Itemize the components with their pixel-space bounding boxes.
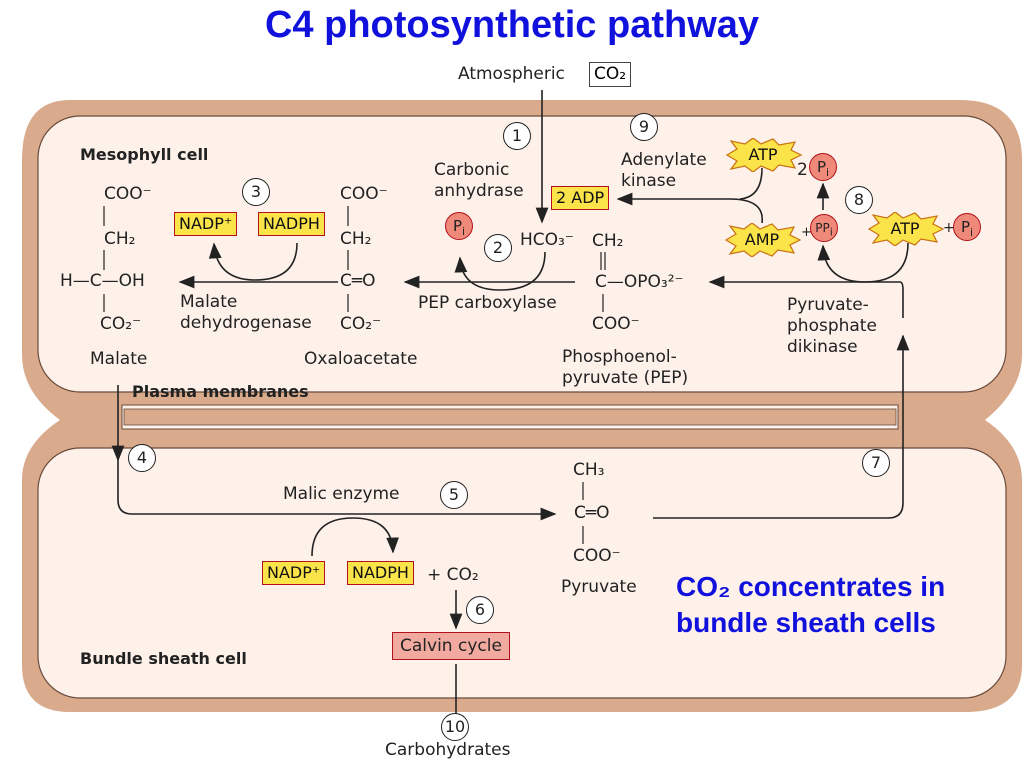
pi-top: Pi <box>809 153 837 181</box>
pep-coo: COO⁻ <box>592 314 640 334</box>
nadph-box-mesophyll: NADPH <box>258 212 325 236</box>
malate-co2: CO₂⁻ <box>100 314 142 334</box>
step-10-circle: 10 <box>441 713 469 741</box>
nadp-box-mesophyll: NADP⁺ <box>174 212 238 236</box>
malate-hcoh: H—C—OH <box>60 271 145 291</box>
step-9-circle: 9 <box>630 113 658 141</box>
atp-right-label: ATP <box>890 219 920 238</box>
step-4-circle: 4 <box>128 444 156 472</box>
pyruvate-return-arrow <box>653 334 910 519</box>
pyruvate-coo: COO⁻ <box>573 546 621 566</box>
atp-to-ppi-arrow <box>817 242 909 283</box>
carbonic-anhydrase-line1: Carbonic <box>434 160 510 180</box>
amp-to-adp-arrow <box>616 192 763 224</box>
ppdk-line2: phosphate <box>787 316 877 336</box>
atmospheric-label: Atmospheric <box>458 64 565 84</box>
step-1-circle: 1 <box>503 122 531 150</box>
bundle-sheath-cell <box>37 447 1007 699</box>
pyruvate-c-eq-o: C═O <box>574 503 610 523</box>
atmospheric-co2-box: CO₂ <box>589 62 632 87</box>
pep-label-line1: Phosphoenol- <box>562 347 677 367</box>
pep-label-line2: pyruvate (PEP) <box>562 368 689 388</box>
bundle-sheath-cell-label: Bundle sheath cell <box>80 649 247 668</box>
hco3-to-pi-arrow <box>454 251 546 291</box>
oaa-co2: CO₂⁻ <box>340 314 382 334</box>
atp-kinase-curve <box>739 167 763 200</box>
adenylate-kinase-line1: Adenylate <box>621 150 707 170</box>
pep-c-opo3: C—OPO₃²⁻ <box>595 272 684 292</box>
oaa-ch2: CH₂ <box>340 229 372 249</box>
atp-top-label: ATP <box>748 145 778 164</box>
ppdk-line1: Pyruvate- <box>787 295 869 315</box>
pi-right: Pi <box>953 213 981 241</box>
plus-atp: + <box>943 220 955 236</box>
mesophyll-cell-label: Mesophyll cell <box>80 145 209 164</box>
nadp-box-bundle: NADP⁺ <box>262 561 326 585</box>
malate-dh-line2: dehydrogenase <box>180 313 312 333</box>
page-title: C4 photosynthetic pathway <box>264 4 760 46</box>
amp-label: AMP <box>744 230 780 249</box>
malic-enzyme-label: Malic enzyme <box>283 484 400 504</box>
callout-line1: CO₂ concentrates in <box>676 571 946 602</box>
two-coef: 2 <box>797 160 808 180</box>
pyruvate-ch3: CH₃ <box>573 460 605 480</box>
hco3-label: HCO₃⁻ <box>520 230 574 250</box>
calvin-cycle-box: Calvin cycle <box>392 632 510 660</box>
carbohydrates-label: Carbohydrates <box>385 740 511 760</box>
nadph-to-nadp-arrow <box>208 242 298 281</box>
ppi-circle: PPi <box>810 214 838 242</box>
pep-ch2: CH₂ <box>592 231 624 251</box>
pi-left: Pi <box>445 212 473 240</box>
pep-carboxylase-label: PEP carboxylase <box>418 293 557 313</box>
malate-ch2: CH₂ <box>104 229 136 249</box>
step-8-circle: 8 <box>845 186 873 214</box>
plus-amp: + <box>801 225 812 240</box>
step-7-circle: 7 <box>862 449 890 477</box>
step-5-circle: 5 <box>440 481 468 509</box>
atp-star-top <box>725 138 803 172</box>
ppdk-line3: dikinase <box>787 337 858 357</box>
step-2-circle: 2 <box>484 234 512 262</box>
step-3-circle: 3 <box>242 178 270 206</box>
two-adp-box: 2 ADP <box>551 186 610 210</box>
plus-co2-label: + CO₂ <box>427 565 479 585</box>
adenylate-kinase-line2: kinase <box>621 171 677 191</box>
atp-star-right <box>867 212 945 246</box>
carbonic-anhydrase-line2: anhydrase <box>434 181 524 201</box>
plasma-membranes-label: Plasma membranes <box>132 382 309 401</box>
malic-enzyme-arrow <box>117 460 557 521</box>
nadph-box-bundle: NADPH <box>347 561 414 585</box>
oxaloacetate-label: Oxaloacetate <box>304 349 418 369</box>
step-6-circle: 6 <box>466 596 494 624</box>
callout-line2: bundle sheath cells <box>676 607 936 638</box>
malate-coo: COO⁻ <box>104 184 152 204</box>
malate-dh-line1: Malate <box>180 292 238 312</box>
malate-label: Malate <box>90 349 148 369</box>
nadp-to-nadph-arrow <box>311 517 399 557</box>
oaa-c-eq-o: C═O <box>340 271 376 291</box>
oaa-coo: COO⁻ <box>340 184 388 204</box>
pyruvate-label: Pyruvate <box>561 577 637 597</box>
ppdk-vertical-line <box>785 281 904 318</box>
mesophyll-cell <box>37 115 1007 393</box>
amp-star <box>724 223 802 257</box>
